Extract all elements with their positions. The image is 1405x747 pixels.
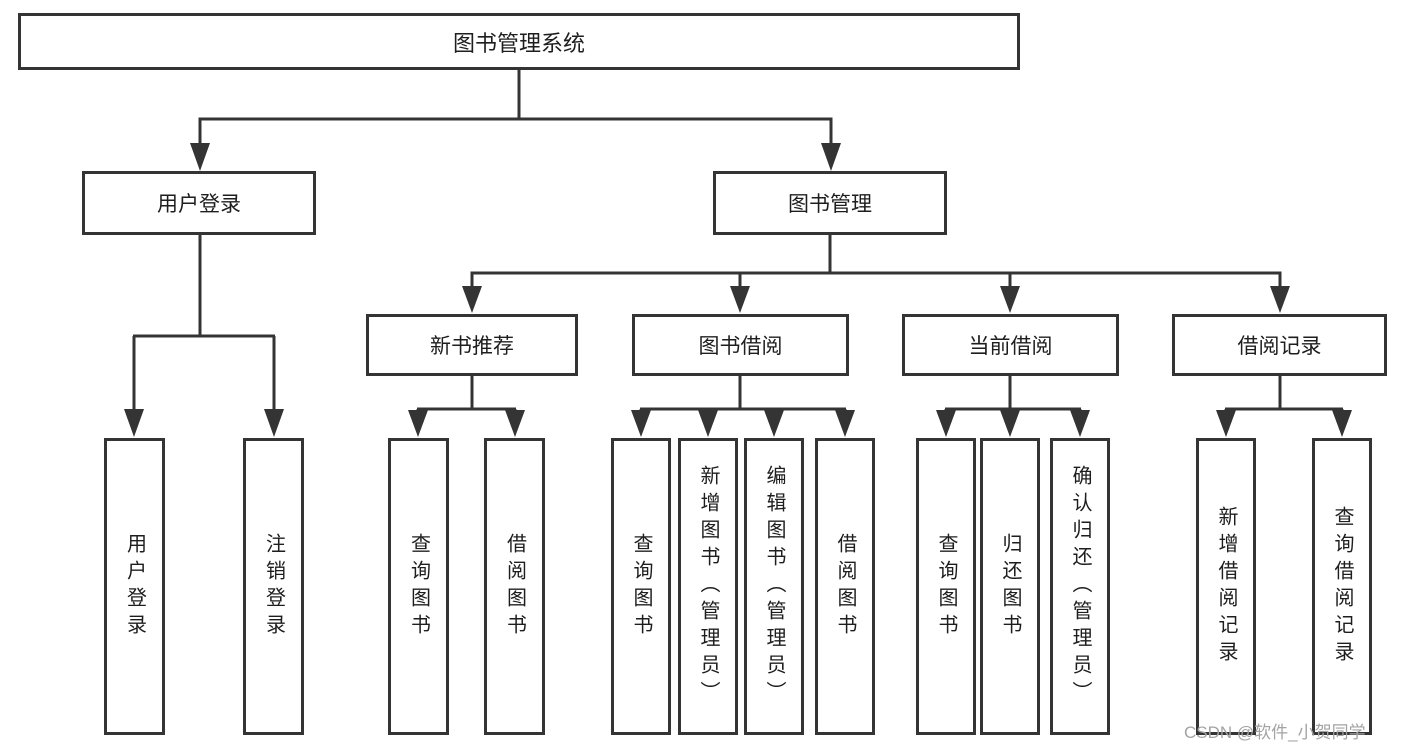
node-book-borrow: 图书借阅 bbox=[632, 314, 849, 376]
node-label: 借阅图书 bbox=[503, 532, 526, 641]
node-current-borrow: 当前借阅 bbox=[902, 314, 1119, 376]
connector-current-borrow-children bbox=[936, 376, 1090, 437]
node-label: 用户登录 bbox=[157, 193, 241, 216]
node-query-books-borrow: 查询图书 bbox=[611, 438, 671, 735]
node-book-management: 图书管理 bbox=[713, 171, 947, 235]
csdn-watermark: CSDN @软件_小贺同学 bbox=[1184, 723, 1366, 742]
node-label: 注销登录 bbox=[262, 532, 285, 641]
node-confirm-return-admin: 确认归还（管理员） bbox=[1050, 438, 1110, 735]
node-label: 图书借阅 bbox=[698, 335, 783, 358]
node-add-books-admin: 新增图书（管理员） bbox=[678, 438, 738, 735]
node-label: 查询图书 bbox=[630, 532, 652, 641]
node-label: 编辑图书（管理员） bbox=[763, 465, 785, 708]
node-label: 归还图书 bbox=[999, 532, 1021, 641]
node-label: 用户登录 bbox=[123, 532, 146, 641]
connector-book-management-level3 bbox=[462, 235, 1290, 313]
node-return-books: 归还图书 bbox=[980, 438, 1040, 735]
node-label: 查询图书 bbox=[407, 532, 430, 641]
node-label: 借阅图书 bbox=[834, 532, 856, 641]
node-edit-books-admin: 编辑图书（管理员） bbox=[744, 438, 804, 735]
node-label: 查询借阅记录 bbox=[1331, 505, 1353, 668]
node-label: 图书管理系统 bbox=[452, 30, 585, 56]
node-label: 新书推荐 bbox=[430, 335, 514, 358]
node-query-books-current: 查询图书 bbox=[916, 438, 976, 735]
node-borrow-records: 借阅记录 bbox=[1172, 314, 1387, 376]
node-new-book-recommend: 新书推荐 bbox=[366, 314, 578, 376]
node-label: 确认归还（管理员） bbox=[1069, 465, 1091, 708]
node-query-borrow-record: 查询借阅记录 bbox=[1312, 438, 1372, 735]
connector-borrow-records-children bbox=[1216, 376, 1352, 437]
connector-root-to-level2 bbox=[190, 69, 841, 171]
node-label: 当前借阅 bbox=[968, 335, 1053, 358]
node-borrow-books-recommend: 借阅图书 bbox=[484, 438, 545, 735]
node-logout-action: 注销登录 bbox=[243, 438, 304, 735]
connector-book-borrow-children bbox=[631, 376, 855, 437]
node-label: 新增借阅记录 bbox=[1215, 505, 1237, 668]
node-label: 借阅记录 bbox=[1237, 335, 1322, 358]
node-borrow-books-action: 借阅图书 bbox=[815, 438, 875, 735]
node-library-system: 图书管理系统 bbox=[18, 13, 1020, 70]
connector-new-book-recommend-children bbox=[408, 376, 525, 437]
node-user-login: 用户登录 bbox=[82, 171, 316, 235]
node-label: 图书管理 bbox=[788, 193, 872, 216]
node-add-borrow-record: 新增借阅记录 bbox=[1196, 438, 1256, 735]
node-user-login-action: 用户登录 bbox=[104, 438, 165, 735]
node-query-books-recommend: 查询图书 bbox=[388, 438, 449, 735]
node-label: 查询图书 bbox=[935, 532, 957, 641]
connector-user-login-children bbox=[124, 235, 284, 437]
node-label: 新增图书（管理员） bbox=[697, 465, 719, 708]
